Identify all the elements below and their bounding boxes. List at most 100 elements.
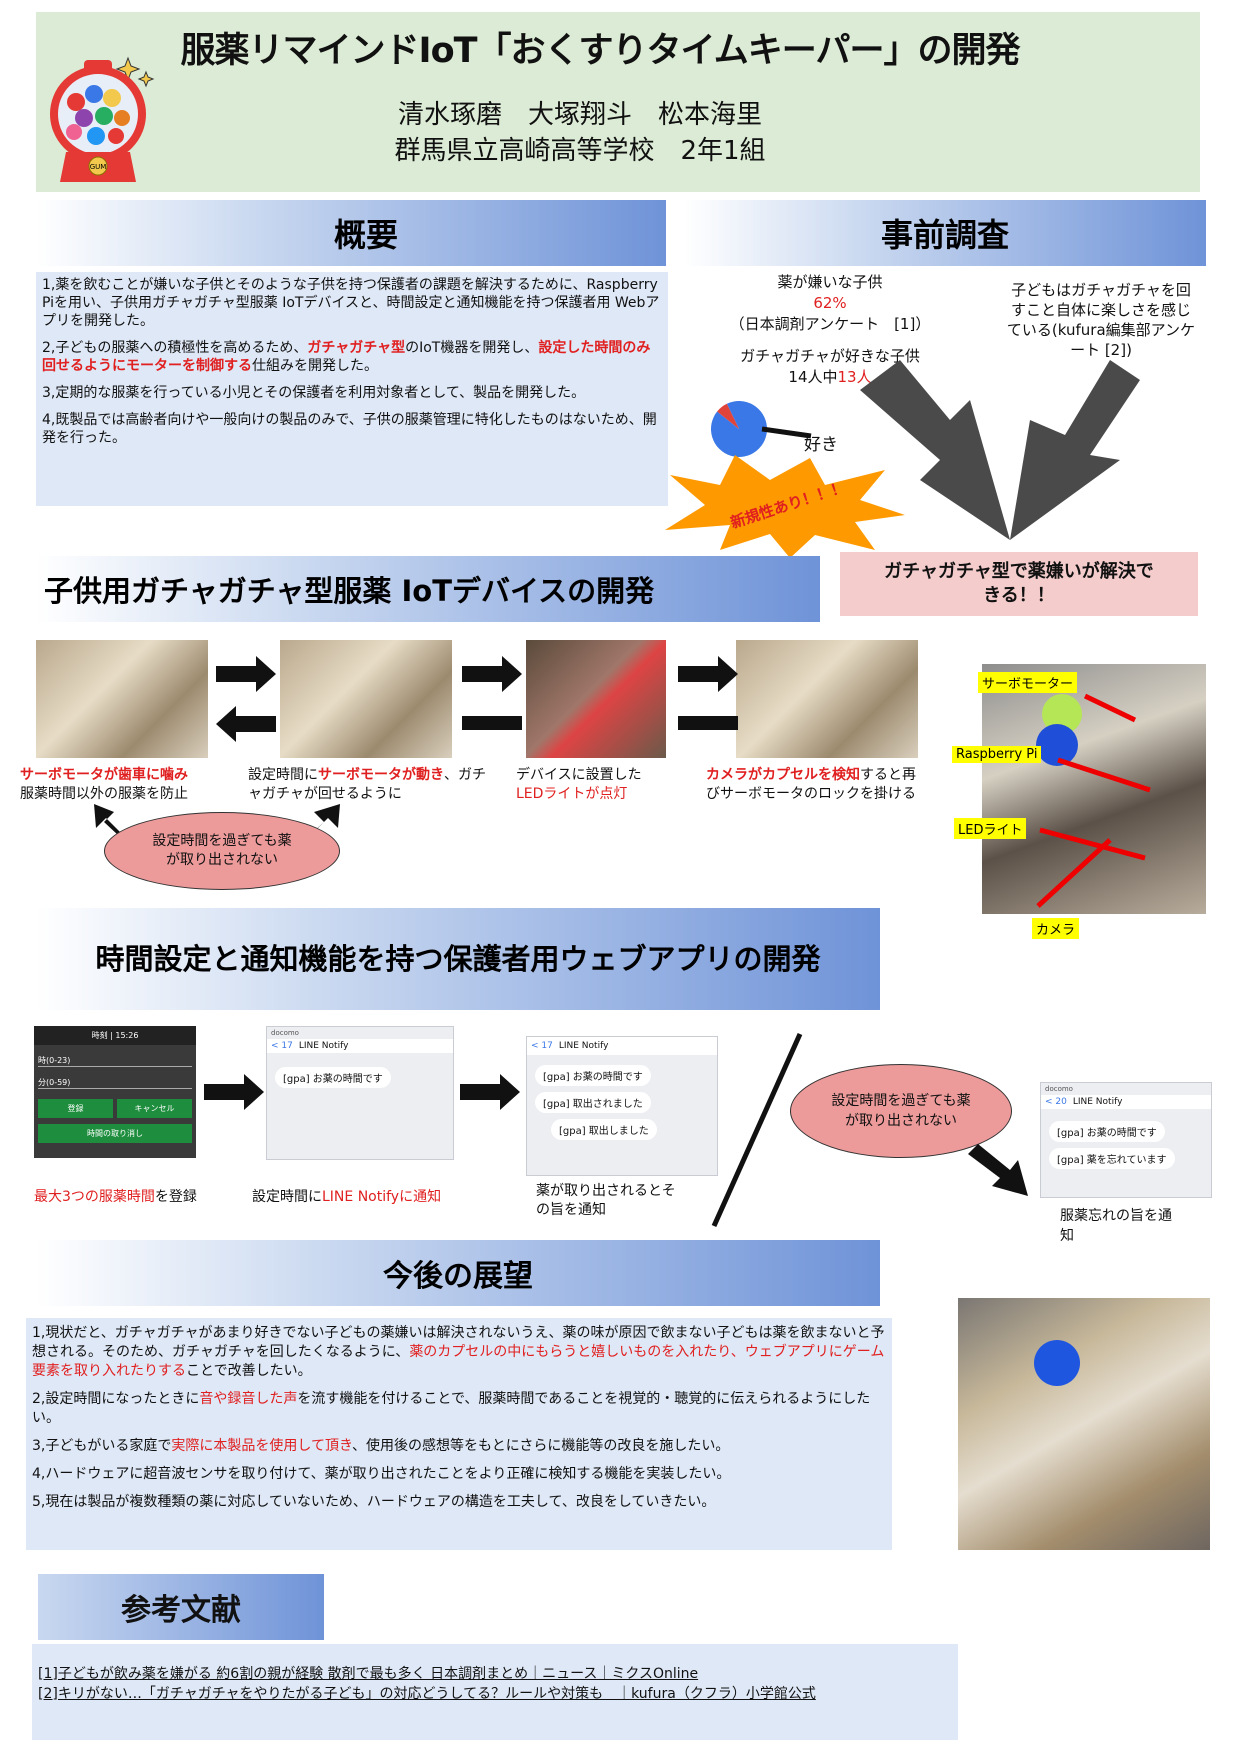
line-header-3: LINE Notify bbox=[1072, 1097, 1123, 1107]
survey-conclusion: ガチャガチャ型で薬嫌いが解決できる！！ bbox=[840, 552, 1198, 616]
future-p2-c: を流す機能を付けることで、服薬時間であることを視覚的・聴覚的に伝えられるようにし… bbox=[32, 1391, 871, 1426]
device-title-bar: 子供用ガチャガチャ型服薬 IoTデバイスの開発 bbox=[36, 556, 820, 622]
future-p2-a: 2,設定時間になったときに bbox=[32, 1391, 200, 1407]
phone-status-1: docomo bbox=[271, 1029, 299, 1037]
stat2-value-a: 14人中 bbox=[788, 368, 838, 386]
line-header-2: LINE Notify bbox=[558, 1041, 609, 1051]
pie-chart bbox=[711, 401, 812, 457]
school: 群馬県立高崎高等学校 2年1組 bbox=[394, 136, 766, 166]
webapp-arrows bbox=[204, 1074, 520, 1110]
overview-p2-e: 仕組みを開発した。 bbox=[252, 358, 378, 374]
divider-slash bbox=[711, 1032, 803, 1228]
device-caption-4: カメラがカプセルを検知すると再びサーボモータのロックを掛ける bbox=[706, 766, 928, 804]
stat2-value-b: 13人 bbox=[837, 368, 872, 386]
line-message: [gpa] 薬を忘れています bbox=[1049, 1148, 1175, 1169]
webapp-caption-2-b: LINE Notifyに通知 bbox=[322, 1189, 442, 1205]
future-p3-a: 3,子どもがいる家庭で bbox=[32, 1438, 172, 1454]
cancel-time-button[interactable]: 時間の取り消し bbox=[38, 1124, 192, 1143]
pie-label: 好き bbox=[804, 435, 838, 455]
future-p3: 3,子どもがいる家庭で実際に本製品を使用して頂き、使用後の感想等をもとにさらに機… bbox=[32, 1437, 886, 1456]
novelty-burst bbox=[665, 455, 905, 558]
ball-blue bbox=[1036, 724, 1078, 766]
line-message: [gpa] お薬の時間です bbox=[1049, 1121, 1165, 1142]
stat1-label: 薬が嫌いな子供 bbox=[777, 273, 883, 291]
webapp-form-screenshot: 時刻 | 15:26 時(0-23) 分(0-59) 登録 キャンセル 時間の取… bbox=[34, 1026, 196, 1158]
gumball-machine-icon: GUM bbox=[46, 52, 164, 190]
line-screenshot-2: < 17 LINE Notify [gpa] お薬の時間です [gpa] 取出さ… bbox=[526, 1036, 718, 1176]
survey-conclusion-text: ガチャガチャ型で薬嫌いが解決できる！！ bbox=[884, 561, 1154, 606]
device-title: 子供用ガチャガチャ型服薬 IoTデバイスの開発 bbox=[44, 574, 655, 608]
form-field-hour: 時(0-23) bbox=[38, 1055, 192, 1067]
overview-panel: 1,薬を飲むことが嫌いな子供とそのような子供を持つ保護者の課題を解決するために、… bbox=[36, 272, 668, 506]
future-p1-b: 薬のカプセルの中にもらうと嬉しいものを入れたり、ウェブアプリにゲーム要素を取り入… bbox=[32, 1344, 885, 1379]
cancel-button[interactable]: キャンセル bbox=[117, 1099, 192, 1118]
future-p3-b: 実際に本製品を使用して頂き bbox=[171, 1438, 352, 1454]
webapp-caption-1: 最大3つの服薬時間を登録 bbox=[34, 1188, 214, 1207]
register-button[interactable]: 登録 bbox=[38, 1099, 113, 1118]
device-labeled-photo bbox=[982, 664, 1206, 914]
reference-link-2[interactable]: [2]キリがない…「ガチャガチャをやりたがる子ども」の対応どうしてる？ルールや対… bbox=[38, 1686, 816, 1702]
references-title-bar: 参考文献 bbox=[38, 1574, 324, 1640]
line-header-1: LINE Notify bbox=[298, 1041, 349, 1051]
webapp-ellipse-text: 設定時間を過ぎても薬が取り出されない bbox=[831, 1093, 971, 1129]
line-message: [gpa] 取出しました bbox=[551, 1119, 657, 1140]
survey-stat2: ガチャガチャが好きな子供 14人中13人 bbox=[700, 346, 960, 388]
device-caption-2-a: 設定時間に bbox=[248, 767, 318, 783]
webapp-caption-2: 設定時間にLINE Notifyに通知 bbox=[252, 1186, 492, 1206]
overview-p2-b: ガチャガチャ型 bbox=[307, 340, 406, 356]
label-camera: カメラ bbox=[1032, 918, 1080, 939]
device-caption-4-a: カメラがカプセルを検知 bbox=[706, 767, 860, 783]
pie-slice bbox=[717, 403, 739, 429]
device-caption-3-b: LEDライトが点灯 bbox=[516, 786, 628, 802]
future-p1-a: 1,現状だと、ガチャガチャがあまり好きでない子どもの薬嫌いは解決されないうえ、薬… bbox=[32, 1325, 885, 1360]
overview-p2-c: のIoT機器を開発し、 bbox=[405, 340, 539, 356]
overview-p2-a: 2,子どもの服薬への積極性を高めるため、 bbox=[42, 340, 308, 356]
line-message: [gpa] お薬の時間です bbox=[275, 1067, 391, 1088]
line-message: [gpa] 取出されました bbox=[535, 1092, 651, 1113]
device-caption-1-a: サーボモータが歯車に噛み bbox=[20, 767, 188, 783]
future-title-bar: 今後の展望 bbox=[36, 1240, 880, 1306]
page-title: 服薬リマインドIoT「おくすりタイムキーパー」の開発 bbox=[180, 31, 1021, 71]
label-led: LEDライト bbox=[954, 818, 1027, 839]
pie-pointer-line bbox=[761, 426, 812, 439]
phone-status-3: docomo bbox=[1045, 1085, 1073, 1093]
survey-title-bar: 事前調査 bbox=[684, 200, 1206, 266]
webapp-title: 時間設定と通知機能を持つ保護者用ウェブアプリの開発 bbox=[95, 942, 821, 976]
overview-p2: 2,子どもの服薬への積極性を高めるため、ガチャガチャ型のIoT機器を開発し、設定… bbox=[42, 339, 662, 375]
webapp-caption-1-b: を登録 bbox=[154, 1189, 197, 1205]
form-time: 時刻 | 15:26 bbox=[34, 1026, 196, 1045]
device-caption-2: 設定時間にサーボモータが動き、ガチャガチャが回せるように bbox=[248, 766, 494, 804]
prototype-photo bbox=[958, 1298, 1210, 1550]
line-back-1[interactable]: < 17 bbox=[271, 1041, 293, 1051]
webapp-ellipse: 設定時間を過ぎても薬が取り出されない bbox=[790, 1064, 1012, 1158]
overview-p4: 4,既製品では高齢者向けや一般向けの製品のみで、子供の服薬管理に特化したものはな… bbox=[42, 412, 657, 446]
header-band bbox=[36, 12, 1200, 192]
line-back-2[interactable]: < 17 bbox=[531, 1041, 553, 1051]
future-p2-b: 音や録音した声 bbox=[199, 1391, 298, 1407]
webapp-caption-2-a: 設定時間に bbox=[252, 1189, 322, 1205]
device-arrows bbox=[216, 656, 738, 742]
survey-stat1: 薬が嫌いな子供 62% （日本調剤アンケート [1]） bbox=[700, 272, 960, 335]
device-caption-2-c: 、ガチャガチャが回せるように bbox=[248, 767, 486, 802]
future-p4: 4,ハードウェアに超音波センサを取り付けて、薬が取り出されたことをより正確に検知… bbox=[32, 1466, 731, 1482]
device-photo-1 bbox=[36, 640, 208, 758]
device-photo-4 bbox=[736, 640, 918, 758]
stat1-value: 62% bbox=[813, 294, 847, 312]
device-photo-2 bbox=[280, 640, 452, 758]
future-p1-c: ことで改善したい。 bbox=[186, 1363, 312, 1379]
future-p1: 1,現状だと、ガチャガチャがあまり好きでない子どもの薬嫌いは解決されないうえ、薬… bbox=[32, 1324, 886, 1381]
webapp-caption-1-a: 最大3つの服薬時間 bbox=[34, 1189, 155, 1205]
ball-blue-2 bbox=[1034, 1340, 1080, 1386]
line-back-3[interactable]: < 20 bbox=[1045, 1097, 1067, 1107]
reference-link-1[interactable]: [1]子どもが飲み薬を嫌がる 約6割の親が経験 散剤で最も多く 日本調剤まとめ｜… bbox=[38, 1666, 699, 1682]
device-caption-1: サーボモータが歯車に噛み 服薬時間以外の服薬を防止 bbox=[20, 766, 230, 804]
survey-title: 事前調査 bbox=[880, 216, 1009, 254]
device-loop-arrows bbox=[94, 804, 340, 860]
device-ellipse: 設定時間を過ぎても薬が取り出されない bbox=[104, 812, 340, 890]
device-photo-3 bbox=[526, 640, 666, 758]
line-screenshot-3: docomo < 20 LINE Notify [gpa] お薬の時間です [g… bbox=[1040, 1082, 1212, 1198]
webapp-title-bar: 時間設定と通知機能を持つ保護者用ウェブアプリの開発 bbox=[36, 908, 880, 1010]
overview-p1: 1,薬を飲むことが嫌いな子供とそのような子供を持つ保護者の課題を解決するために、… bbox=[42, 277, 660, 329]
references-title: 参考文献 bbox=[121, 1593, 241, 1628]
references-panel: [1]子どもが飲み薬を嫌がる 約6割の親が経験 散剤で最も多く 日本調剤まとめ｜… bbox=[32, 1644, 958, 1740]
